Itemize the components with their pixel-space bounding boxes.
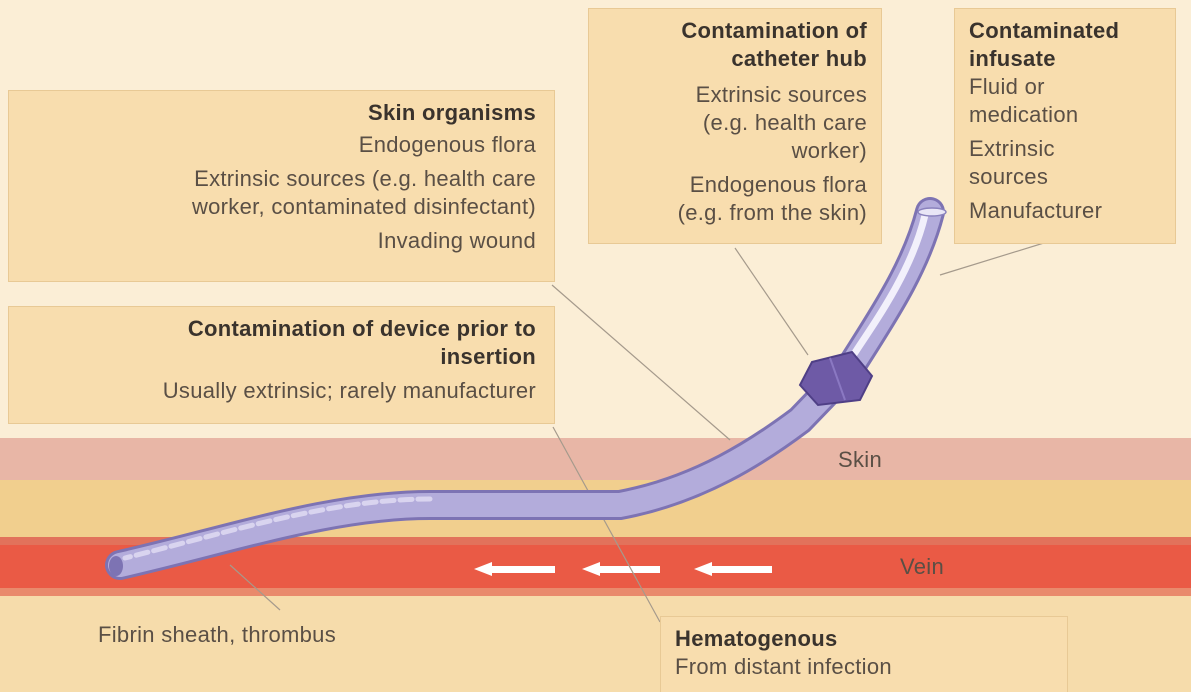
infusate-line: Fluid or xyxy=(969,73,1167,101)
catheter-hub-line: (e.g. from the skin) xyxy=(597,199,867,227)
device-contamination-box: Contamination of device prior to inserti… xyxy=(8,306,555,424)
catheter-hub-title: Contamination of xyxy=(597,17,867,45)
skin-organisms-line: Extrinsic sources (e.g. health care xyxy=(19,165,536,193)
infusate-line: Manufacturer xyxy=(969,197,1167,225)
skin-organisms-title: Skin organisms xyxy=(19,99,536,127)
fibrin-label: Fibrin sheath, thrombus xyxy=(98,622,336,648)
catheter-hub-line: Endogenous flora xyxy=(597,171,867,199)
hematogenous-line: From distant infection xyxy=(675,653,1057,681)
catheter-tip xyxy=(109,556,123,576)
device-contamination-line: Usually extrinsic; rarely manufacturer xyxy=(19,377,536,405)
skin-organisms-line: worker, contaminated disinfectant) xyxy=(19,193,536,221)
catheter-hub-line: (e.g. health care xyxy=(597,109,867,137)
infusate-line: Extrinsic xyxy=(969,135,1167,163)
catheter-hub-line: worker) xyxy=(597,137,867,165)
device-contamination-title: insertion xyxy=(19,343,536,371)
skin-organisms-line: Endogenous flora xyxy=(19,131,536,159)
vein-label: Vein xyxy=(900,554,944,580)
vein-wall-bottom xyxy=(0,588,1191,596)
infusate-box: Contaminated infusate Fluid or medicatio… xyxy=(954,8,1176,244)
hematogenous-box: Hematogenous From distant infection xyxy=(660,616,1068,692)
skin-organisms-line: Invading wound xyxy=(19,227,536,255)
skin-organisms-box: Skin organisms Endogenous flora Extrinsi… xyxy=(8,90,555,282)
skin-layer xyxy=(0,438,1191,480)
infusate-line: medication xyxy=(969,101,1167,129)
catheter-hub-line: Extrinsic sources xyxy=(597,81,867,109)
catheter-hub-box: Contamination of catheter hub Extrinsic … xyxy=(588,8,882,244)
device-contamination-title: Contamination of device prior to xyxy=(19,315,536,343)
hematogenous-title: Hematogenous xyxy=(675,625,1057,653)
skin-label: Skin xyxy=(838,447,882,473)
infusate-line: sources xyxy=(969,163,1167,191)
tube-opening xyxy=(918,208,946,216)
catheter-hub-title: catheter hub xyxy=(597,45,867,73)
infusate-title: Contaminated xyxy=(969,17,1167,45)
infusate-title: infusate xyxy=(969,45,1167,73)
